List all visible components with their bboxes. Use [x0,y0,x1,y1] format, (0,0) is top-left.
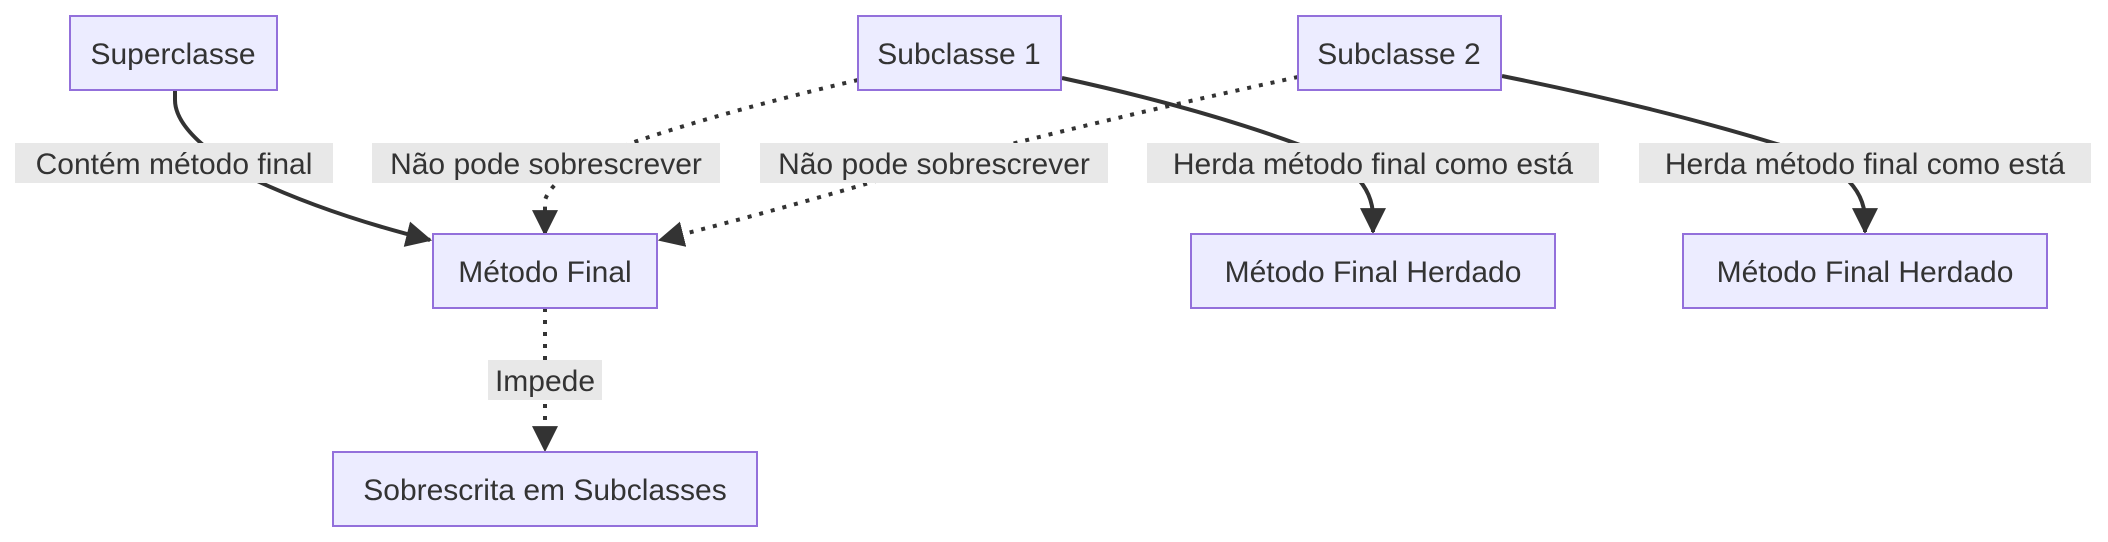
node-superclasse-label: Superclasse [90,38,255,71]
node-metodo-final[interactable]: Método Final [432,233,658,309]
node-metodo-final-herdado-1-label: Método Final Herdado [1225,256,1522,289]
node-subclasse-1-label: Subclasse 1 [877,38,1040,71]
edge-label-nao-pode-1-text: Não pode sobrescrever [390,148,702,181]
node-metodo-final-herdado-2-label: Método Final Herdado [1717,256,2014,289]
node-subclasse-2-label: Subclasse 2 [1317,38,1480,71]
edge-label-impede-text: Impede [495,365,595,398]
edge-label-nao-pode-2-text: Não pode sobrescrever [778,148,1090,181]
node-metodo-final-label: Método Final [458,256,631,289]
node-metodo-final-herdado-2[interactable]: Método Final Herdado [1682,233,2048,309]
node-subclasse-1[interactable]: Subclasse 1 [857,15,1062,91]
node-metodo-final-herdado-1[interactable]: Método Final Herdado [1190,233,1556,309]
node-sobrescrita-label: Sobrescrita em Subclasses [363,474,727,507]
edge-label-contem-text: Contém método final [36,148,313,181]
node-superclasse[interactable]: Superclasse [69,15,278,91]
edge-label-contem: Contém método final [15,143,333,183]
edge-label-nao-pode-2: Não pode sobrescrever [760,143,1108,183]
edge-label-nao-pode-1: Não pode sobrescrever [372,143,720,183]
node-subclasse-2[interactable]: Subclasse 2 [1297,15,1502,91]
edge-label-impede: Impede [488,360,602,400]
node-sobrescrita[interactable]: Sobrescrita em Subclasses [332,451,758,527]
edge-label-herda-1-text: Herda método final como está [1173,148,1574,181]
edge-label-herda-2: Herda método final como está [1639,143,2091,183]
edge-subclasse2-herdado2 [1501,74,1878,235]
edge-label-herda-2-text: Herda método final como está [1665,148,2066,181]
edge-label-herda-1: Herda método final como está [1147,143,1599,183]
edge-subclasse1-herdado1 [1061,76,1386,235]
edges [173,74,1878,453]
